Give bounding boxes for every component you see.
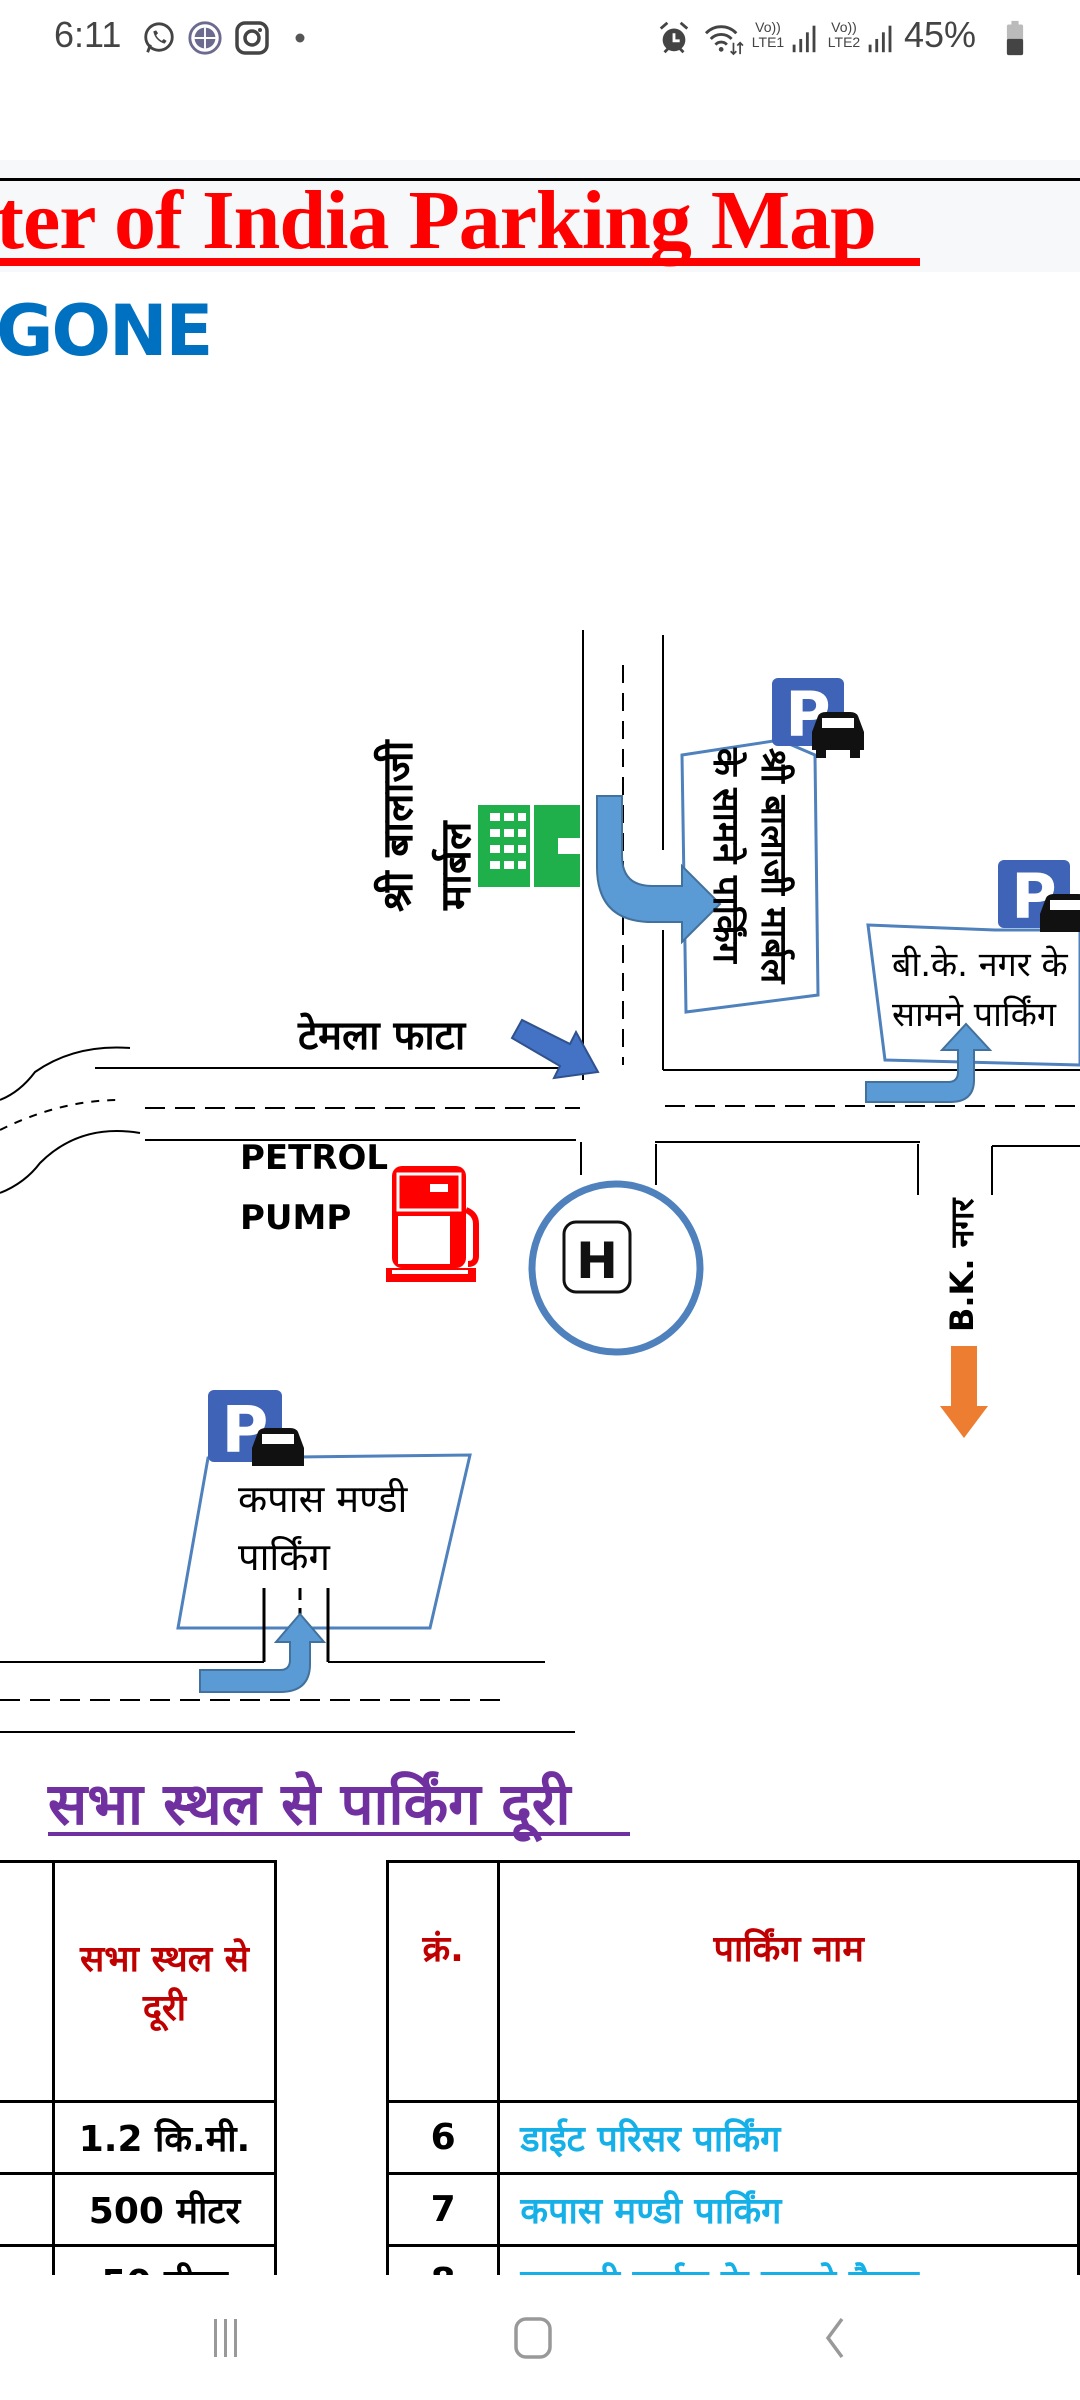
parking-area-balaji (680, 738, 820, 1014)
whatsapp-icon (144, 22, 174, 53)
direction-arrow (510, 1018, 600, 1080)
table-row: 7 कपास मण्डी पार्किंग (385, 2172, 1080, 2247)
notification-dot-icon (295, 33, 305, 43)
car-icon (252, 1428, 304, 1466)
label-balaji-parking-line2: के सामने पार्किंग (705, 748, 746, 963)
label-kapas-mandi-line1: कपास मण्डी (238, 1477, 408, 1521)
instagram-icon (235, 21, 269, 55)
distance-value: 1.2 कि.मी. (52, 2100, 277, 2175)
label-bk-nagar-road: B.K. नगर (943, 1198, 981, 1332)
back-icon (825, 2317, 844, 2359)
navigation-bar (0, 2275, 1080, 2400)
label-balaji-parking-line1: श्री बालाजी मार्बल (753, 748, 794, 984)
parking-table-right: क्रं. पार्किंग नाम 6 डाईट परिसर पार्किंग… (385, 1860, 1080, 2319)
label-kapas-mandi-line2: पार्किंग (238, 1535, 330, 1579)
table-row: 6 डाईट परिसर पार्किंग (385, 2100, 1080, 2175)
title-underline (0, 258, 920, 266)
distance-table-left: सभा स्थल से दूरी 1.2 कि.मी. 500 मीटर 50 … (0, 1860, 277, 2319)
clock: 6:11 (54, 14, 122, 55)
wifi-icon (704, 25, 744, 56)
parking-name: डाईट परिसर पार्किंग (497, 2100, 1080, 2175)
turn-arrow (596, 795, 722, 945)
parking-area-kapas-mandi (176, 1453, 472, 1630)
section-heading-underline (48, 1832, 630, 1836)
label-balaji-marble-building: श्री बालाजी (373, 740, 422, 913)
label-balaji-marble-building-2: मार्बल (431, 821, 480, 910)
page-subtitle: GONE (0, 290, 213, 372)
battery-percent: 45% (904, 14, 977, 55)
sim2-label: Vo)) LTE2 (827, 19, 861, 50)
table-cell (0, 1860, 55, 2103)
battery-icon (1006, 20, 1024, 56)
parking-area-bk-nagar (866, 923, 1080, 1067)
serial-number: 7 (385, 2172, 501, 2247)
serial-number: 6 (385, 2100, 501, 2175)
svg-text:H: H (576, 1232, 618, 1290)
label-petrol: PETROL (240, 1138, 389, 1178)
signal-sim2-icon (868, 25, 892, 53)
title-top-rule (0, 178, 1080, 181)
building-icon (478, 805, 580, 887)
recents-button[interactable] (206, 2315, 246, 2361)
signal-sim1-icon (792, 25, 816, 53)
turn-arrow (199, 1612, 327, 1693)
back-button[interactable] (816, 2315, 852, 2361)
petrol-pump-icon (386, 1166, 479, 1282)
table-row: 500 मीटर (0, 2172, 277, 2247)
parking-map: P P (0, 630, 1080, 1733)
label-temla-phata: टेमला फाटा (298, 1013, 466, 1059)
home-icon (514, 2317, 552, 2359)
label-bk-nagar-parking-line2: सामने पार्किंग (892, 995, 1056, 1035)
car-icon (812, 712, 864, 758)
down-arrow-icon (940, 1346, 988, 1438)
table-row: 1.2 कि.मी. (0, 2100, 277, 2175)
column-header-parking-name: पार्किंग नाम (497, 1860, 1080, 2103)
parking-name: कपास मण्डी पार्किंग (497, 2172, 1080, 2247)
home-button[interactable] (510, 2315, 556, 2361)
helipad-icon: H (528, 1180, 704, 1356)
column-header-serial: क्रं. (385, 1860, 501, 2103)
app-icon (188, 21, 222, 55)
distance-value: 500 मीटर (52, 2172, 277, 2247)
page-title: ter of India Parking Map (0, 174, 877, 267)
car-icon (1040, 894, 1080, 932)
turn-arrow (865, 1022, 993, 1103)
label-pump: PUMP (240, 1198, 352, 1238)
label-bk-nagar-parking-line1: बी.के. नगर के (892, 945, 1068, 985)
sim1-label: Vo)) LTE1 (751, 19, 785, 50)
alarm-icon (659, 21, 689, 54)
recents-icon (214, 2319, 237, 2357)
section-heading: सभा स्थल से पार्किंग दूरी (48, 1770, 571, 1838)
column-header-distance: सभा स्थल से दूरी (52, 1860, 277, 2103)
status-bar: 6:11 Vo)) LTE1 Vo)) (0, 0, 1080, 80)
